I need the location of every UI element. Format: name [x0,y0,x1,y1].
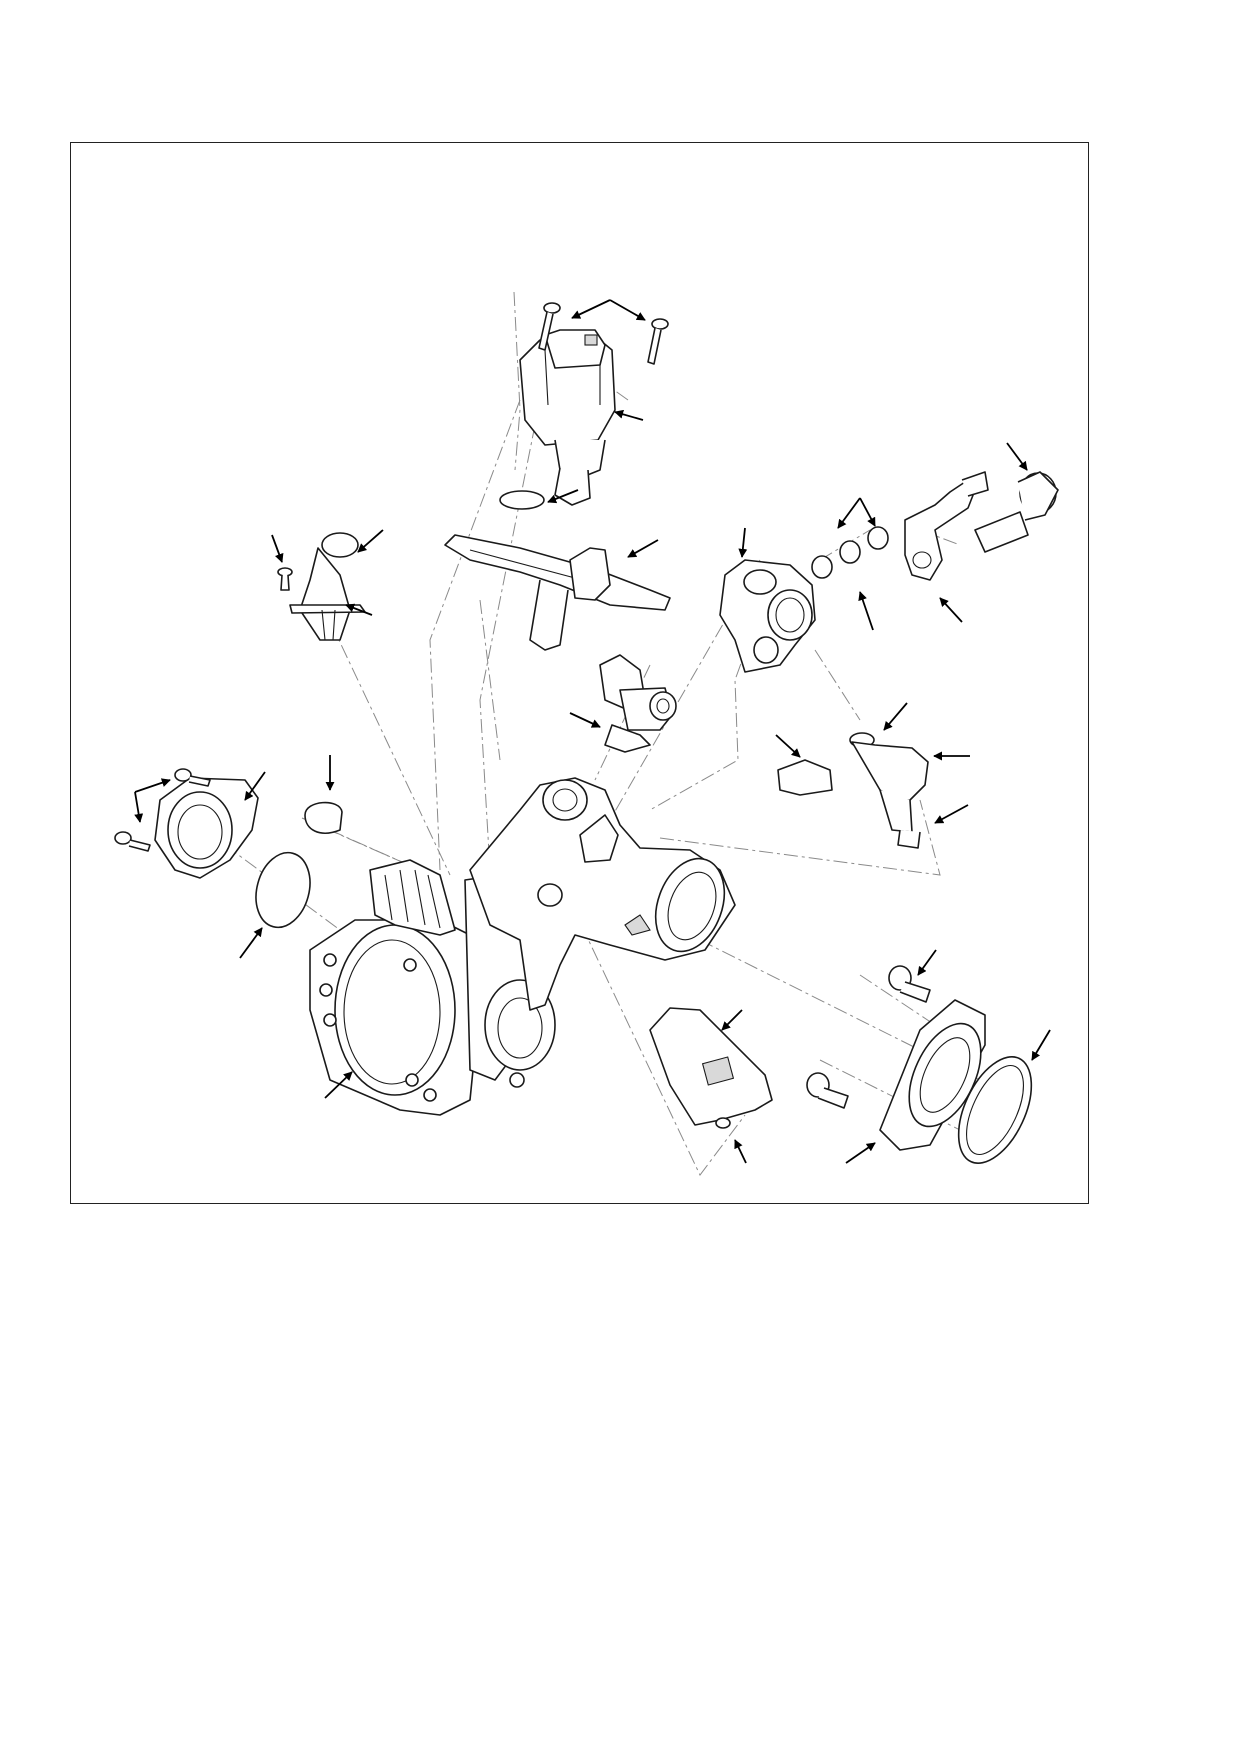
callout-arrow [858,591,874,631]
callout-arrow [1031,1029,1051,1061]
flange-o-ring [255,851,311,929]
idle-air-actuator [519,329,616,506]
callout-arrow [547,489,579,504]
hose-connector-bracket [904,471,989,581]
callout-arrow [134,778,171,793]
flange-screw-top [174,768,211,787]
actuator-screw-right [647,318,669,365]
callout-arrow [859,497,876,527]
washer-2 [839,540,861,564]
callout-arrow [934,804,969,824]
callout-arrow [734,1139,747,1164]
callout-arrow [244,771,266,801]
callout-arrow [883,702,908,731]
outlet-o-ring [957,1056,1033,1164]
sensor-screw [277,567,293,591]
callout-arrow [345,603,373,616]
callout-arrow [721,1009,743,1031]
callout-arrow [917,949,937,976]
flange-bolt-upper [888,965,931,1003]
sensor-bracket [444,534,671,651]
rubber-cap [304,801,343,834]
callout-arrow [627,539,659,558]
map-sensor [649,1007,773,1129]
callout-arrow [134,791,144,823]
callout-arrow [357,529,384,553]
temperature-sensor [289,532,366,641]
fuel-rail-junction [719,559,816,673]
callout-arrow [609,299,646,321]
intake-manifold [469,777,736,1011]
callout-arrow [837,497,861,529]
flange-screw-bottom [114,831,151,852]
flange-bolt-lower [806,1072,849,1109]
callout-arrow [271,534,284,563]
washer-1 [811,555,833,579]
washer-3 [867,526,889,550]
actuator-screw-left [538,302,561,351]
callout-arrow [738,527,748,558]
callout-arrow [614,409,644,421]
injector-clip [777,759,833,796]
diagram-frame [70,142,1089,1204]
throttle-flange-left [154,777,259,879]
callout-arrow [571,299,611,319]
outlet-flange [879,999,986,1151]
callout-arrows [134,299,1051,1164]
fuel-injector-right [849,732,929,849]
callout-arrow [939,597,963,623]
callout-arrow [775,734,801,758]
fuel-injector-center [599,654,677,753]
callout-arrow [324,1071,353,1099]
callout-arrow [239,927,263,959]
actuator-o-ring [499,490,545,510]
callout-arrow [845,1142,876,1164]
banjo-bolt [974,471,1059,553]
callout-arrow [1006,442,1028,471]
callout-arrow [569,712,601,728]
